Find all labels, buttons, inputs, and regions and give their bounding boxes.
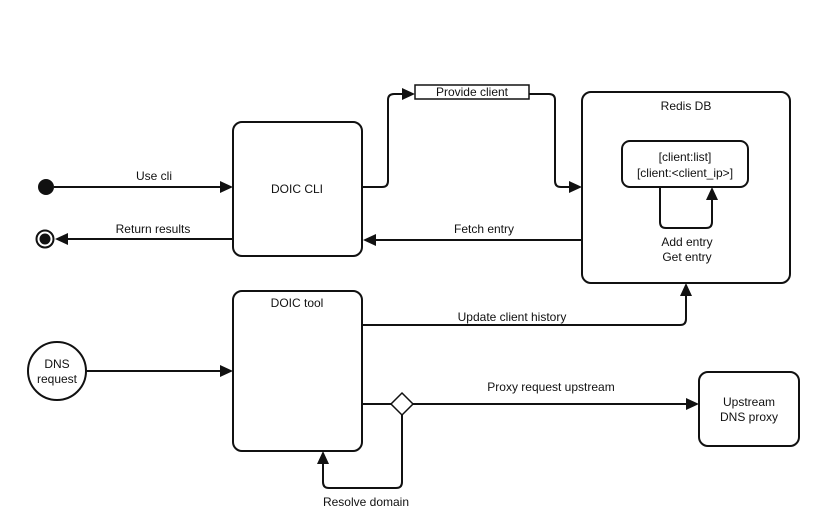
edge-use-cli-label: Use cli [136, 169, 172, 183]
edge-provide-client [362, 88, 582, 193]
doic-cli-box [232, 121, 363, 257]
edge-fetch-entry [363, 234, 582, 246]
upstream-box [698, 371, 800, 447]
edge-redis-self-label-1: Add entry [661, 235, 712, 249]
redis-keys-box [621, 140, 749, 188]
doic-tool-label: DOIC tool [271, 296, 324, 310]
doic-tool-box [232, 290, 363, 452]
edge-resolve-domain [317, 415, 403, 489]
edge-proxy-upstream [413, 398, 699, 410]
edge-fetch-entry-label: Fetch entry [454, 222, 514, 236]
decision-diamond [389, 391, 415, 417]
edge-update-history-label: Update client history [458, 310, 567, 324]
edge-resolve-domain-label: Resolve domain [323, 495, 409, 509]
provide-client-box [414, 84, 530, 100]
redis-key-client: [client:<client_ip>] [637, 166, 733, 180]
start-node [38, 179, 54, 195]
edge-update-history [362, 283, 692, 326]
edge-redis-self-loop [659, 187, 718, 229]
end-node [35, 229, 55, 249]
redis-key-list: [client:list] [659, 150, 712, 164]
edge-return-results-label: Return results [116, 222, 191, 236]
redis-db-label: Redis DB [661, 99, 712, 113]
edge-provide-client-label: Provide client [436, 85, 509, 99]
edge-proxy-upstream-label: Proxy request upstream [487, 380, 614, 394]
dns-request-node [27, 341, 87, 401]
edge-redis-self-label-2: Get entry [662, 250, 711, 264]
edge-use-cli [54, 181, 233, 193]
edge-return-results [55, 233, 233, 245]
doic-cli-label: DOIC CLI [271, 182, 323, 196]
edge-dns-request [86, 365, 233, 377]
upstream-label-2: DNS proxy [720, 410, 778, 424]
dns-request-label-1: DNS [44, 357, 69, 371]
dns-request-label-2: request [37, 372, 78, 386]
upstream-label-1: Upstream [723, 395, 775, 409]
